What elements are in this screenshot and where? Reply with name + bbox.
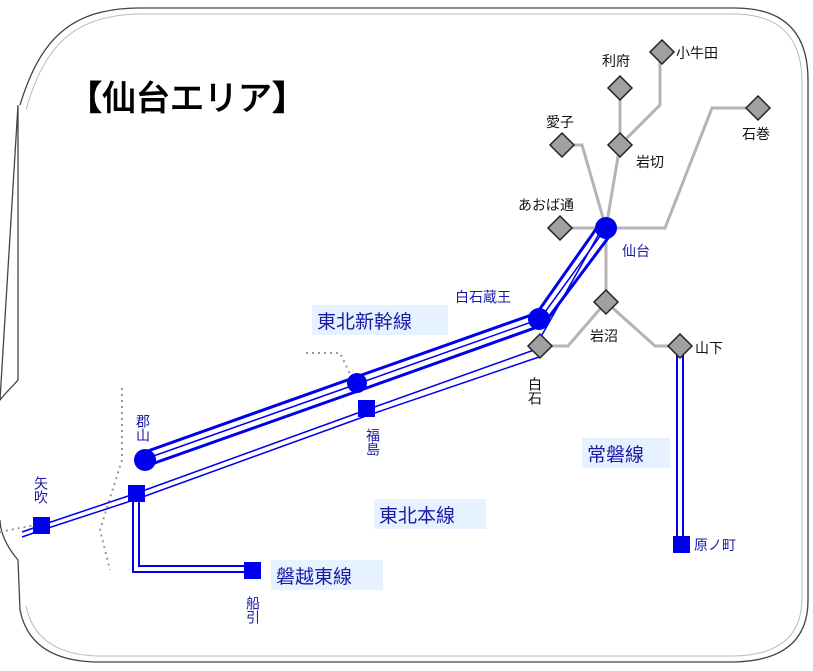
station-marker-aobadori[interactable] bbox=[546, 214, 574, 242]
map-title: 【仙台エリア】 bbox=[68, 79, 306, 119]
diamond-stations bbox=[526, 38, 772, 360]
line-sendai-ishinomaki bbox=[606, 106, 758, 230]
station-marker-iwanuma[interactable] bbox=[592, 288, 620, 316]
boundary-koriyama bbox=[98, 388, 123, 571]
station-label-koriyama: 郡山 bbox=[134, 414, 150, 442]
station-marker-koriyama-shinkansen[interactable] bbox=[134, 449, 156, 471]
station-label-haranomachi: 原ノ町 bbox=[694, 538, 736, 554]
joban-line-name: 常磐線 bbox=[587, 444, 644, 466]
map-frame-shadow bbox=[25, 13, 803, 657]
circle-stations bbox=[134, 217, 617, 471]
station-label-sendai: 仙台 bbox=[622, 244, 650, 260]
blue-lines bbox=[21, 221, 684, 573]
banetsu-east-line-name: 磐越東線 bbox=[276, 566, 352, 588]
line-name-badges: 東北新幹線 東北本線 常磐線 磐越東線 bbox=[271, 305, 670, 590]
shinkansen-badge-bg bbox=[312, 305, 448, 335]
station-label-fukushima: 福島 bbox=[364, 428, 380, 456]
station-label-iwakiri: 岩切 bbox=[636, 155, 664, 171]
joban-badge-bg bbox=[582, 438, 670, 468]
boundary-dots bbox=[0, 352, 353, 571]
banetsu-east-badge-bg bbox=[271, 560, 383, 590]
station-label-shiroishi-zao: 白石蔵王 bbox=[455, 290, 511, 306]
tohoku-main-badge-bg bbox=[374, 499, 486, 529]
station-label-iwanuma: 岩沼 bbox=[590, 329, 618, 345]
station-marker-shiroishi-zao[interactable] bbox=[528, 308, 550, 330]
map-frame bbox=[0, 7, 809, 663]
station-label-aiko: 愛子 bbox=[546, 115, 574, 131]
shinkansen-line-2 bbox=[144, 227, 607, 460]
station-label-yabuki: 矢吹 bbox=[32, 476, 48, 504]
banetsu-east-line-1 bbox=[132, 493, 252, 573]
boundary-north bbox=[306, 352, 353, 379]
station-label-shiroishi: 白石 bbox=[526, 377, 542, 405]
shinkansen-line-1 bbox=[144, 221, 603, 454]
station-marker-rifu[interactable] bbox=[606, 74, 634, 102]
station-marker-yabuki[interactable] bbox=[33, 517, 50, 534]
shinkansen-line-3 bbox=[145, 233, 613, 468]
station-marker-aiko[interactable] bbox=[548, 131, 576, 159]
station-label-koushida: 小牛田 bbox=[676, 46, 718, 62]
station-marker-ishinomaki[interactable] bbox=[744, 94, 772, 122]
station-marker-haranomachi[interactable] bbox=[673, 536, 690, 553]
station-label-yamashita: 山下 bbox=[695, 341, 723, 357]
station-marker-shiroishi[interactable] bbox=[526, 332, 554, 360]
line-sendai-iwakiri bbox=[604, 144, 622, 229]
station-marker-fukushima[interactable] bbox=[358, 400, 375, 417]
line-iwakiri-koushida bbox=[618, 52, 662, 147]
station-marker-koriyama[interactable] bbox=[128, 485, 145, 502]
tohoku-main-line-name: 東北本線 bbox=[379, 505, 455, 527]
station-marker-sendai[interactable] bbox=[595, 217, 617, 239]
station-label-ishinomaki: 石巻 bbox=[742, 127, 770, 143]
banetsu-east-line-2 bbox=[138, 493, 252, 567]
station-marker-koushida[interactable] bbox=[648, 38, 676, 66]
station-label-aobadori: あおば通 bbox=[518, 198, 574, 214]
boundary-west bbox=[0, 523, 41, 533]
station-label-funehiki: 船引 bbox=[244, 596, 260, 625]
station-marker-funehiki[interactable] bbox=[244, 562, 261, 579]
station-marker-iwakiri[interactable] bbox=[606, 131, 634, 159]
station-marker-fukushima-shinkansen[interactable] bbox=[347, 373, 367, 393]
line-sendai-aiko bbox=[562, 143, 608, 229]
station-labels: 仙台 白石蔵王 岩沼 山下 原ノ町 あおば通 愛子 岩切 利府 小牛田 石巻 bbox=[455, 46, 770, 554]
station-marker-yamashita[interactable] bbox=[666, 332, 694, 360]
square-stations bbox=[33, 400, 690, 579]
vertical-station-labels: 白石 福島 郡山 矢吹 船引 bbox=[32, 377, 542, 625]
station-label-rifu: 利府 bbox=[602, 54, 630, 70]
shinkansen-line-name: 東北新幹線 bbox=[317, 311, 412, 333]
